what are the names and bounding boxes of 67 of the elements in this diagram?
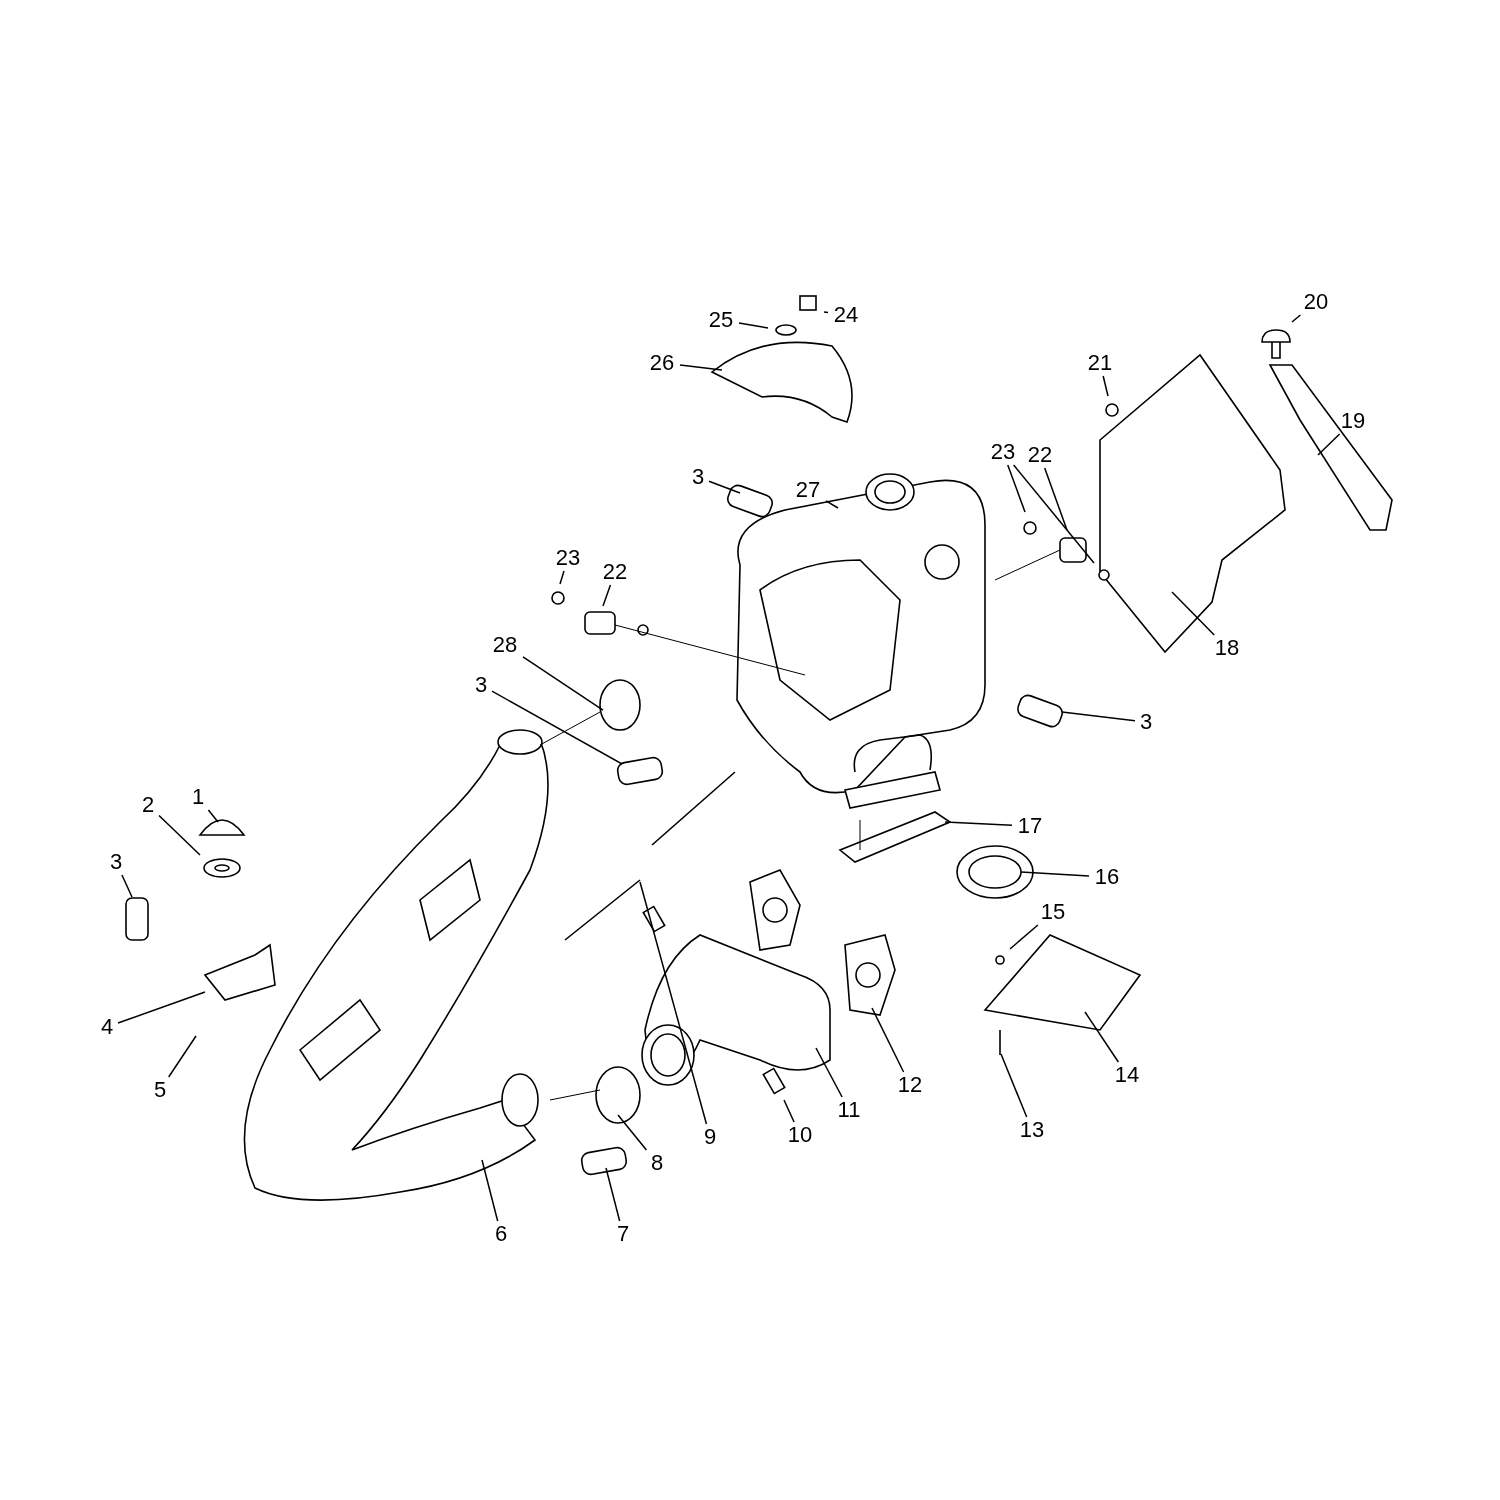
leader-line [1061, 711, 1136, 722]
leader-line [158, 814, 201, 856]
callout-number: 2 [141, 793, 155, 817]
leader-line [1009, 924, 1039, 950]
callout-number: 9 [703, 1125, 717, 1149]
leader-line [207, 809, 219, 823]
leader-line [679, 364, 723, 371]
callout-number: 7 [616, 1222, 630, 1246]
leader-line [1291, 314, 1302, 323]
callout-number: 13 [1019, 1118, 1045, 1142]
leader-line [167, 1035, 197, 1078]
callout-number: 20 [1303, 290, 1329, 314]
leader-line [1171, 591, 1215, 636]
callout-number: 3 [691, 465, 705, 489]
callout-number: 28 [492, 633, 518, 657]
leader-line [1012, 464, 1095, 564]
callout-number: 23 [990, 440, 1016, 464]
leader-line [708, 480, 741, 494]
callout-number: 3 [474, 673, 488, 697]
leader-line [823, 311, 829, 314]
leader-line [617, 1114, 648, 1151]
leader-line [871, 1007, 905, 1073]
callout-number: 21 [1087, 351, 1113, 375]
callout-number: 19 [1340, 409, 1366, 433]
leader-line [491, 690, 623, 765]
callout-number: 1 [191, 785, 205, 809]
leader-line [121, 874, 133, 898]
callout-number: 14 [1114, 1063, 1140, 1087]
callout-number: 11 [837, 1098, 861, 1122]
callout-number: 4 [100, 1015, 114, 1039]
callout-number: 16 [1094, 865, 1120, 889]
leader-line [1084, 1011, 1120, 1063]
callout-number: 22 [1027, 443, 1053, 467]
leader-line [605, 1167, 621, 1222]
leader-line [944, 821, 1013, 826]
callout-number: 17 [1017, 814, 1043, 838]
callout-number: 10 [787, 1123, 813, 1147]
callout-number: 12 [897, 1073, 923, 1097]
callout-number: 27 [795, 478, 821, 502]
leader-line [738, 322, 769, 329]
callout-number: 24 [833, 303, 859, 327]
leader-line [639, 881, 708, 1125]
leader-line [117, 991, 206, 1024]
callout-number: 25 [708, 308, 734, 332]
callout-number: 6 [494, 1222, 508, 1246]
leader-line [1000, 1053, 1028, 1118]
leader-line [559, 570, 565, 585]
leader-line [1020, 871, 1090, 877]
leader-line [825, 500, 839, 509]
callout-number: 23 [555, 546, 581, 570]
leader-line [602, 584, 612, 607]
callout-number: 3 [1139, 710, 1153, 734]
callout-number: 15 [1040, 900, 1066, 924]
callout-number: 5 [153, 1078, 167, 1102]
leader-line [815, 1047, 843, 1098]
callout-number: 8 [650, 1151, 664, 1175]
leader-line [1317, 433, 1341, 456]
callout-number: 26 [649, 351, 675, 375]
leader-line [1007, 464, 1026, 513]
callout-number: 3 [109, 850, 123, 874]
leader-line [1043, 467, 1068, 531]
leader-line [783, 1099, 795, 1123]
leader-line [481, 1159, 499, 1222]
callout-number: 22 [602, 560, 628, 584]
leader-line [522, 656, 604, 711]
callout-number: 18 [1214, 636, 1240, 660]
leader-line [1102, 375, 1109, 397]
